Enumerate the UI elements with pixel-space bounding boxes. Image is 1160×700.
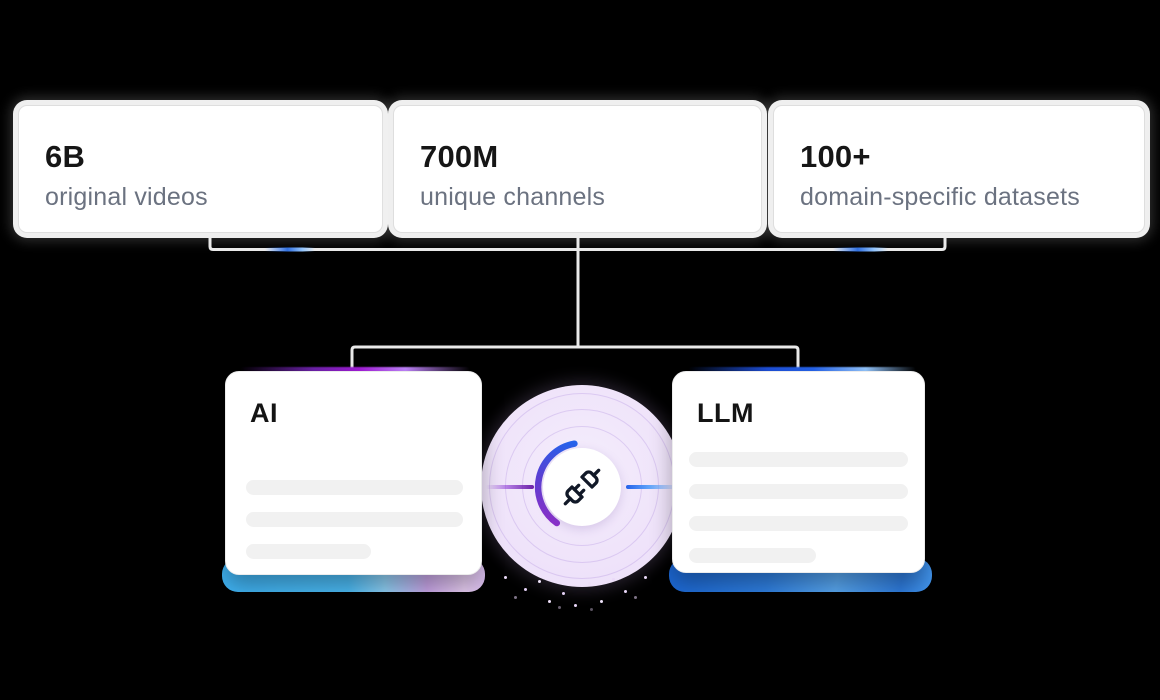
stat-card-channels: 700M unique channels: [393, 105, 762, 233]
ai-card-top-glow: [240, 367, 470, 373]
stat-label: domain-specific datasets: [800, 183, 1080, 212]
unplug-icon: [563, 468, 601, 506]
stat-label: original videos: [45, 183, 208, 212]
skeleton-line: [246, 544, 371, 559]
skeleton-line: [689, 516, 908, 531]
stat-value: 100+: [800, 139, 871, 174]
skeleton-line: [246, 480, 463, 495]
stat-card-videos: 6B original videos: [18, 105, 383, 233]
ai-card-title: AI: [250, 398, 278, 428]
skeleton-line: [689, 548, 816, 563]
llm-card-top-glow: [688, 367, 916, 373]
stat-value: 700M: [420, 139, 499, 174]
stat-value: 6B: [45, 139, 86, 174]
hub-port-line-right: [626, 485, 678, 489]
ai-card: AI: [225, 371, 482, 575]
llm-card-title: LLM: [697, 398, 754, 428]
skeleton-line: [689, 484, 908, 499]
hub-port-line-left: [486, 485, 534, 489]
stat-card-datasets: 100+ domain-specific datasets: [773, 105, 1145, 233]
stat-label: unique channels: [420, 183, 606, 212]
llm-card: LLM: [672, 371, 925, 573]
bottom-bus-line: [350, 345, 800, 370]
skeleton-line: [246, 512, 463, 527]
skeleton-line: [689, 452, 908, 467]
hub-progress-arc: [534, 440, 578, 527]
hub-core-circle: [543, 448, 621, 526]
